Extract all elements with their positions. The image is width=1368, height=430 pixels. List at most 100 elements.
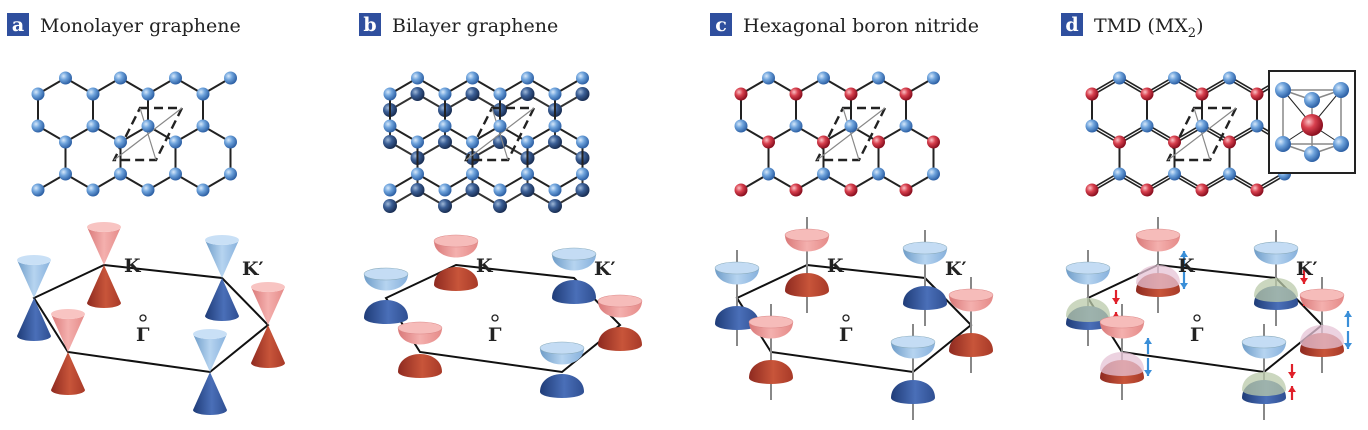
valley-k-prime: [902, 230, 948, 326]
lower-band-dome: [891, 380, 935, 404]
cone-top: [193, 329, 227, 339]
bowl-rim: [784, 228, 830, 242]
title-suffix: ): [1196, 15, 1203, 37]
bowl-rim: [1299, 288, 1345, 302]
valley-k: [784, 217, 830, 313]
valley-k-prime: [551, 247, 597, 304]
atom-red: [844, 87, 858, 101]
valley-k: [87, 222, 121, 308]
atom-blue: [169, 71, 182, 85]
atom-dark-blue: [520, 87, 535, 101]
chalcogen-atom: [1333, 136, 1349, 152]
atom-red: [817, 135, 830, 149]
atom-blue: [493, 87, 507, 101]
atom-blue: [224, 167, 237, 181]
chalcogen-atom: [1304, 92, 1320, 108]
label-k-prime: K′: [945, 258, 967, 280]
atom-blue: [576, 135, 589, 149]
atom-dark-blue: [438, 199, 452, 213]
lower-cone: [205, 278, 239, 321]
valley-k-prime: [205, 235, 239, 321]
atom-blue: [548, 183, 562, 197]
title-main: Hexagonal boron nitride: [743, 15, 979, 37]
upper-cone: [51, 314, 85, 352]
brillouin-zone: [714, 217, 994, 420]
panel-title: Bilayer graphene: [392, 15, 558, 37]
panel-title: Hexagonal boron nitride: [743, 15, 979, 37]
atom-red: [1250, 87, 1264, 101]
metal-atom: [1301, 114, 1323, 136]
atom-blue: [169, 135, 182, 149]
valley-k-prime: [363, 267, 409, 324]
bowl-rim: [890, 335, 936, 349]
lower-cone: [51, 352, 85, 395]
atom-blue: [762, 71, 775, 85]
lower-band-dome: [398, 354, 442, 378]
atom-red: [1140, 87, 1154, 101]
bowl-rim: [363, 267, 409, 281]
bowl-rim: [597, 294, 643, 308]
atom-blue: [1223, 167, 1236, 181]
crystal-lattice: [1085, 71, 1291, 197]
valley-k-prime: [1241, 324, 1296, 420]
lower-band-dome: [903, 286, 947, 310]
bowl-rim: [1135, 228, 1181, 242]
label-k-prime: K′: [594, 258, 616, 280]
atom-dark-blue: [548, 135, 562, 149]
atom-blue: [31, 119, 45, 133]
spin-arrow-head: [1344, 311, 1352, 317]
bowl-rim: [714, 261, 760, 275]
atom-blue: [1085, 119, 1099, 133]
bowl-rim: [948, 288, 994, 302]
atom-blue: [31, 183, 45, 197]
atom-blue: [438, 87, 452, 101]
valleys: [17, 222, 285, 415]
atom-red: [734, 183, 748, 197]
chalcogen-atom: [1304, 146, 1320, 162]
atom-red: [1168, 135, 1181, 149]
atom-blue: [224, 135, 237, 149]
atom-dark-blue: [575, 183, 590, 197]
spin-arrow-head: [1180, 251, 1188, 257]
bowl-rim: [539, 341, 585, 355]
atom-blue: [576, 71, 589, 85]
upper-cone: [251, 287, 285, 325]
atom-blue: [927, 167, 940, 181]
atom-dark-blue: [575, 87, 590, 101]
atom-blue: [411, 71, 424, 85]
atom-blue: [1140, 119, 1154, 133]
valley-k: [948, 277, 994, 373]
panel-badge: [359, 13, 381, 36]
lower-cone: [251, 325, 285, 368]
upper-cone: [205, 240, 239, 278]
atom-blue: [762, 167, 775, 181]
upper-cone: [17, 260, 51, 298]
atom-blue: [899, 119, 913, 133]
upper-cone: [87, 227, 121, 265]
lower-band-dome: [434, 267, 478, 291]
atom-blue: [1168, 167, 1181, 181]
atom-blue: [383, 87, 397, 101]
atom-dark-blue: [410, 183, 425, 197]
lower-band-dome: [785, 273, 829, 297]
unit-cell-diagonal: [1167, 107, 1237, 161]
valleys: [1065, 217, 1352, 420]
bowl-rim: [1253, 241, 1299, 255]
atom-red: [872, 135, 885, 149]
bowl-rim: [1099, 315, 1145, 329]
lower-band-dome: [715, 306, 759, 330]
atom-blue: [141, 87, 155, 101]
lower-band-dome: [598, 327, 642, 351]
valleys: [714, 217, 994, 420]
gamma-point-marker: [139, 314, 147, 322]
gamma-point-marker: [1193, 314, 1201, 322]
atom-blue: [548, 119, 562, 133]
valley-k: [433, 234, 479, 291]
panel-badge: [710, 13, 732, 36]
spin-arrow-head: [1288, 372, 1296, 378]
atom-dark-blue: [465, 183, 480, 197]
valley-k: [748, 304, 794, 400]
atom-blue: [548, 87, 562, 101]
